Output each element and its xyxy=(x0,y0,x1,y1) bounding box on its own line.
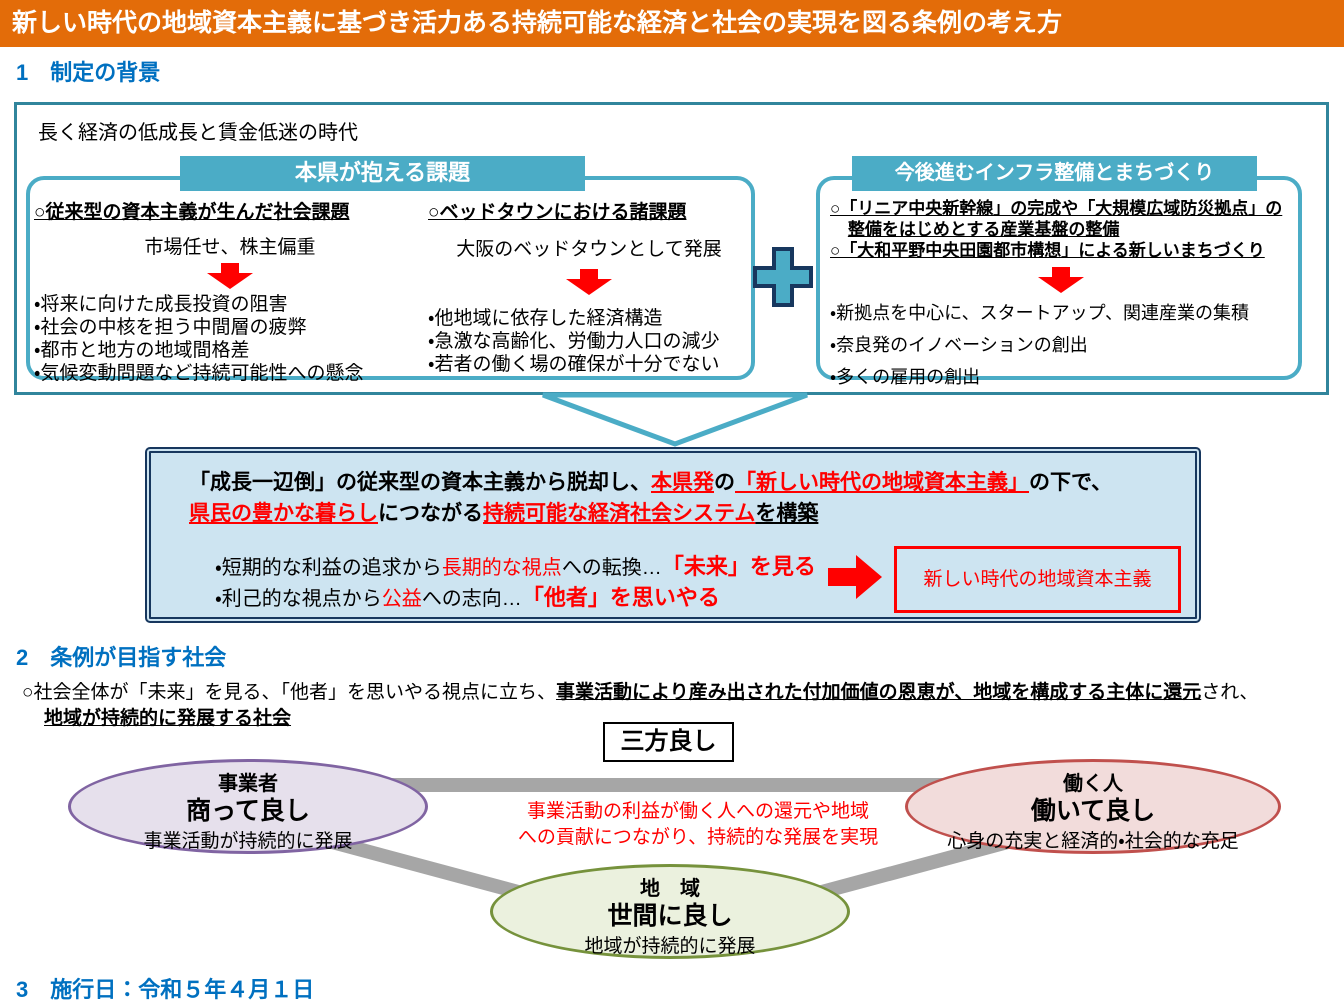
red-right-arrow-icon xyxy=(828,555,882,599)
bullet: ・多くの雇用の創出 xyxy=(830,367,981,387)
text-red: 持続可能な経済社会システム xyxy=(483,502,756,525)
bullet: ・他地域に依存した経済構造 xyxy=(428,308,663,329)
section2-statement-line2: 地域が持続的に発展する社会 xyxy=(44,708,292,729)
result-box: 新しい時代の地域資本主義 xyxy=(894,546,1181,613)
prefecture-issues-header: 本県が抱える課題 xyxy=(180,156,585,191)
text: の下で、 xyxy=(1029,471,1113,494)
issues-column-bedtown: ○ベッドタウンにおける諸課題 大阪のベッドタウンとして発展 ・他地域に依存した経… xyxy=(428,197,750,376)
text: ○社会全体が「未来」を見る、「他者」を思いやる視点に立ち、 xyxy=(22,682,556,703)
bullet: ・気候変動問題など持続可能性への懸念 xyxy=(34,363,364,384)
teal-down-arrow-icon xyxy=(542,392,808,447)
business-ellipse: 事業者 商って良し 事業活動が持続的に発展 xyxy=(68,759,428,854)
bullet: ・新拠点を中心に、スタートアップ、関連産業の集積 xyxy=(830,303,1250,323)
plus-icon xyxy=(751,245,815,314)
text-red: 本県発 xyxy=(651,471,714,494)
text: への転換… xyxy=(561,557,662,579)
issues-column-capitalism: ○従来型の資本主義が生んだ社会課題 市場任せ、株主偏重 ・将来に向けた成長投資の… xyxy=(34,197,426,385)
column-title: ○ベッドタウンにおける諸課題 xyxy=(428,202,687,223)
section3-heading: 3 施行日：令和５年４月１日 xyxy=(16,977,315,1002)
text-emphasis: 事業活動により産み出された付加価値の恩恵が、地域を構成する主体に還元 xyxy=(555,682,1202,703)
text-red: 長期的な視点 xyxy=(441,557,562,579)
red-down-arrow-icon xyxy=(1038,267,1084,293)
bullet: ・急激な高齢化、労働力人口の減少 xyxy=(428,331,720,352)
note-label: 心身の充実と経済的・社会的な充足 xyxy=(947,831,1239,852)
worker-ellipse: 働く人 働いて良し 心身の充実と経済的・社会的な充足 xyxy=(905,759,1281,854)
bullet: ・将来に向けた成長投資の阻害 xyxy=(34,294,288,315)
summary-line-1: 「成長一辺倒」の従来型の資本主義から脱却し、本県発の「新しい時代の地域資本主義」… xyxy=(189,466,1112,496)
page-title: 新しい時代の地域資本主義に基づき活力ある持続可能な経済と社会の実現を図る条例の考… xyxy=(0,0,1344,47)
motto-label: 働いて良し xyxy=(1030,797,1156,825)
section2-statement: ○社会全体が「未来」を見る、「他者」を思いやる視点に立ち、事業活動により産み出さ… xyxy=(22,677,1258,704)
note-label: 地域が持続的に発展 xyxy=(584,936,756,957)
role-label: 地 域 xyxy=(640,878,700,900)
infrastructure-header: 今後進むインフラ整備とまちづくり xyxy=(852,156,1257,191)
bullet: ・都市と地方の地域間格差 xyxy=(34,340,250,361)
bullet: ・若者の働く場の確保が十分でない xyxy=(428,354,720,375)
section2-heading: 2 条例が目指す社会 xyxy=(16,645,227,670)
text: につながる xyxy=(378,502,483,525)
text-red: 「他者」を思いやる xyxy=(521,585,720,610)
note-label: 事業活動が持続的に発展 xyxy=(143,831,353,852)
role-label: 事業者 xyxy=(218,773,278,795)
text-red: 「新しい時代の地域資本主義」 xyxy=(735,471,1029,494)
text: への志向… xyxy=(421,588,522,610)
infrastructure-item: ○「大和平野中央田園都市構想」による新しいまちづくり xyxy=(830,241,1265,260)
note-line: 事業活動の利益が働く人への還元や地域 xyxy=(526,801,869,822)
text-red: 公益 xyxy=(381,588,422,610)
text: を構築 xyxy=(755,502,819,525)
motto-label: 世間に良し xyxy=(607,902,733,930)
text: 「成長一辺倒」の従来型の資本主義から脱却し、 xyxy=(189,471,651,494)
text: ・短期的な利益の追求から xyxy=(215,557,442,579)
text: ・利己的な視点から xyxy=(215,588,382,610)
column-subtitle: 市場任せ、株主偏重 xyxy=(144,237,316,258)
column-subtitle: 大阪のベッドタウンとして発展 xyxy=(456,239,722,260)
motto-label: 商って良し xyxy=(186,797,310,825)
infrastructure-content: ○「リニア中央新幹線」の完成や「大規模広域防災拠点」の整備をはじめとする産業基盤… xyxy=(830,198,1292,395)
sanpo-yoshi-label: 三方良し xyxy=(603,722,734,762)
red-down-arrow-icon xyxy=(207,263,253,289)
era-label: 長く経済の低成長と賃金低迷の時代 xyxy=(38,122,358,144)
text-red: 県民の豊かな暮らし xyxy=(189,502,378,525)
summary-bullet-2: ・利己的な視点から公益への志向…「他者」を思いやる xyxy=(215,580,720,612)
bullet: ・社会の中核を担う中間層の疲弊 xyxy=(34,317,307,338)
bullet: ・奈良発のイノベーションの創出 xyxy=(830,335,1088,355)
note-line: への貢献につながり、持続的な発展を実現 xyxy=(517,827,879,848)
profit-return-note: 事業活動の利益が働く人への還元や地域 への貢献につながり、持続的な発展を実現 xyxy=(478,799,918,851)
text: され、 xyxy=(1201,682,1259,703)
section1-heading: 1 制定の背景 xyxy=(16,60,161,85)
summary-box: 「成長一辺倒」の従来型の資本主義から脱却し、本県発の「新しい時代の地域資本主義」… xyxy=(145,447,1201,623)
text: の xyxy=(714,471,735,494)
red-down-arrow-icon xyxy=(566,269,612,295)
role-label: 働く人 xyxy=(1063,773,1123,795)
summary-bullet-1: ・短期的な利益の追求から長期的な視点への転換…「未来」を見る xyxy=(215,549,816,581)
region-ellipse: 地 域 世間に良し 地域が持続的に発展 xyxy=(490,864,850,959)
prefecture-issues-box xyxy=(26,176,755,380)
column-title: ○従来型の資本主義が生んだ社会課題 xyxy=(34,202,350,223)
infrastructure-item: ○「リニア中央新幹線」の完成や「大規模広域防災拠点」の整備をはじめとする産業基盤… xyxy=(830,199,1283,239)
text-red: 「未来」を見る xyxy=(661,554,816,579)
summary-line-2: 県民の豊かな暮らしにつながる持続可能な経済社会システムを構築 xyxy=(189,497,818,527)
